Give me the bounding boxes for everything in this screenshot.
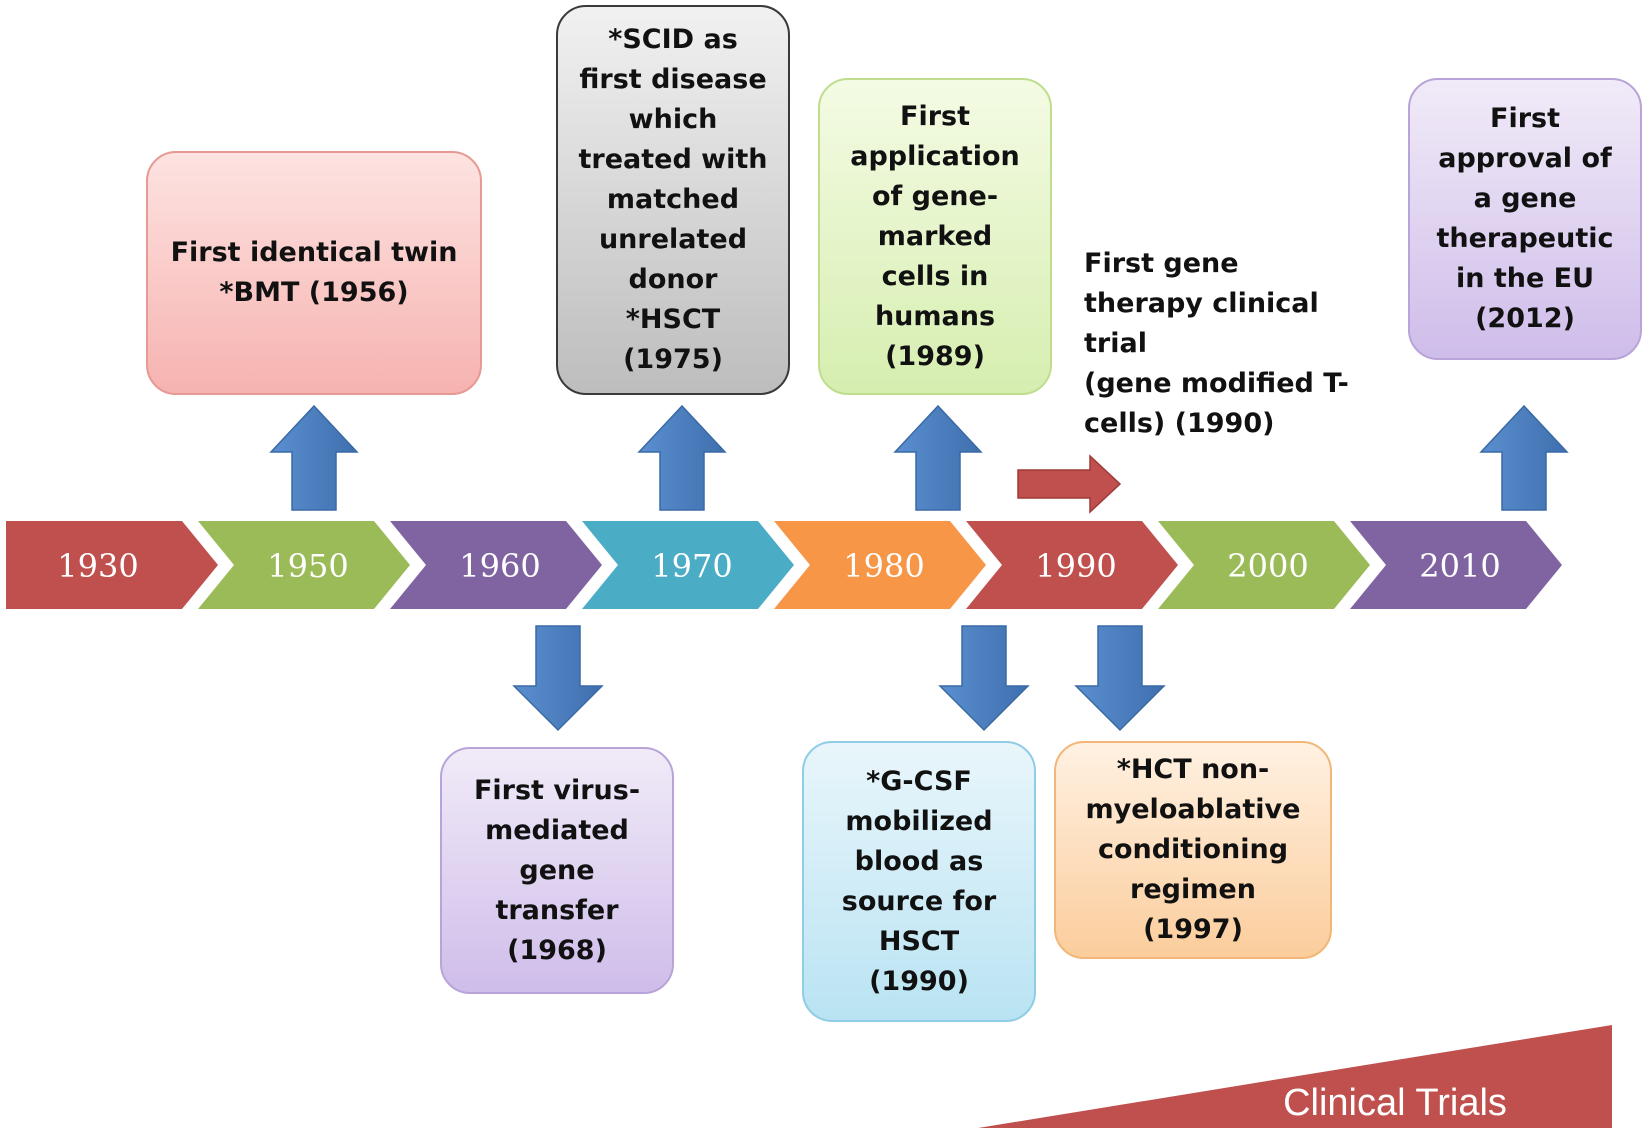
event-text-line: First [1490, 99, 1560, 139]
event-box-hct: *HCT non-myeloablativeconditioningregime… [1054, 741, 1332, 959]
event-text-line: approval of [1438, 139, 1612, 179]
event-box-eu-approval: Firstapproval ofa genetherapeuticin the … [1408, 78, 1642, 360]
clinical-trials-label: Clinical Trials [1283, 1082, 1507, 1124]
event-text-line: First gene [1084, 244, 1349, 284]
down-arrow-1990-gcsf [940, 626, 1028, 730]
timeline-label-2000: 2000 [1227, 547, 1308, 585]
event-box-bmt: First identical twin*BMT (1956) [146, 151, 482, 395]
event-text-line: which [629, 100, 718, 140]
event-text-line: (1968) [507, 931, 607, 971]
timeline-label-2010: 2010 [1419, 547, 1500, 585]
event-box-virus-transfer: First virus-mediatedgenetransfer(1968) [440, 747, 674, 994]
event-box-gcsf: *G-CSFmobilizedblood assource forHSCT(19… [802, 741, 1036, 1022]
event-text-line: *SCID as [608, 20, 738, 60]
event-text-line: *BMT (1956) [219, 273, 408, 313]
event-text-line: donor [629, 260, 718, 300]
timeline-label-1960: 1960 [459, 547, 540, 585]
right-arrow-1990 [1018, 456, 1120, 512]
timeline-label-1980: 1980 [843, 547, 924, 585]
event-text-line: in the EU [1456, 259, 1594, 299]
timeline-label-1930: 1930 [57, 547, 138, 585]
up-arrow-1970 [639, 406, 725, 510]
event-text-line: unrelated [599, 220, 747, 260]
event-text-line: (1989) [885, 337, 985, 377]
event-text-line: (1975) [623, 340, 723, 380]
event-text-line: conditioning [1098, 830, 1288, 870]
event-text-line: mediated [485, 811, 629, 851]
event-box-scid: *SCID asfirst diseasewhichtreated withma… [556, 5, 790, 395]
event-text-line: transfer [495, 891, 618, 931]
event-text-line: (gene modified T- [1084, 364, 1349, 404]
event-text-line: marked [878, 217, 993, 257]
event-text-line: treated with [578, 140, 767, 180]
event-text-line: *HSCT [626, 300, 720, 340]
event-text-line: HSCT [879, 922, 959, 962]
event-text-line: matched [607, 180, 739, 220]
up-arrow-1950 [271, 406, 357, 510]
event-text-line: myeloablative [1086, 790, 1301, 830]
timeline-label-1950: 1950 [267, 547, 348, 585]
event-text-line: cells in [882, 257, 989, 297]
event-text-line: of gene- [872, 177, 998, 217]
event-text-line: First identical twin [171, 233, 458, 273]
event-text-line: therapy clinical [1084, 284, 1349, 324]
up-arrow-1980 [895, 406, 981, 510]
event-text-line: trial [1084, 324, 1349, 364]
event-box-gene-marked: Firstapplicationof gene-markedcells inhu… [818, 78, 1052, 395]
event-text-line: (1990) [869, 962, 969, 1002]
event-text-line: application [850, 137, 1020, 177]
event-text-line: therapeutic [1436, 219, 1613, 259]
event-text-line: (1997) [1143, 910, 1243, 950]
down-arrow-1960 [514, 626, 602, 730]
event-text-line: humans [875, 297, 995, 337]
down-arrow-1990-hct [1076, 626, 1164, 730]
up-arrow-2010 [1481, 406, 1567, 510]
timeline-bar: 1930 1950 1960 1970 1980 1990 2000 2010 [6, 521, 1562, 609]
timeline-label-1970: 1970 [651, 547, 732, 585]
event-text-gene-therapy-trial: First genetherapy clinicaltrial(gene mod… [1084, 244, 1349, 444]
timeline-label-1990: 1990 [1035, 547, 1116, 585]
event-text-line: blood as [855, 842, 984, 882]
event-text-line: regimen [1130, 870, 1256, 910]
event-text-line: First virus- [474, 771, 640, 811]
event-text-line: (2012) [1475, 299, 1575, 339]
event-text-line: *HCT non- [1117, 750, 1270, 790]
event-text-line: a gene [1474, 179, 1577, 219]
event-text-line: source for [842, 882, 997, 922]
event-text-line: *G-CSF [866, 762, 972, 802]
event-text-line: mobilized [845, 802, 992, 842]
event-text-line: first disease [579, 60, 766, 100]
event-text-line: First [900, 97, 970, 137]
event-text-line: gene [519, 851, 594, 891]
event-text-line: cells) (1990) [1084, 404, 1349, 444]
